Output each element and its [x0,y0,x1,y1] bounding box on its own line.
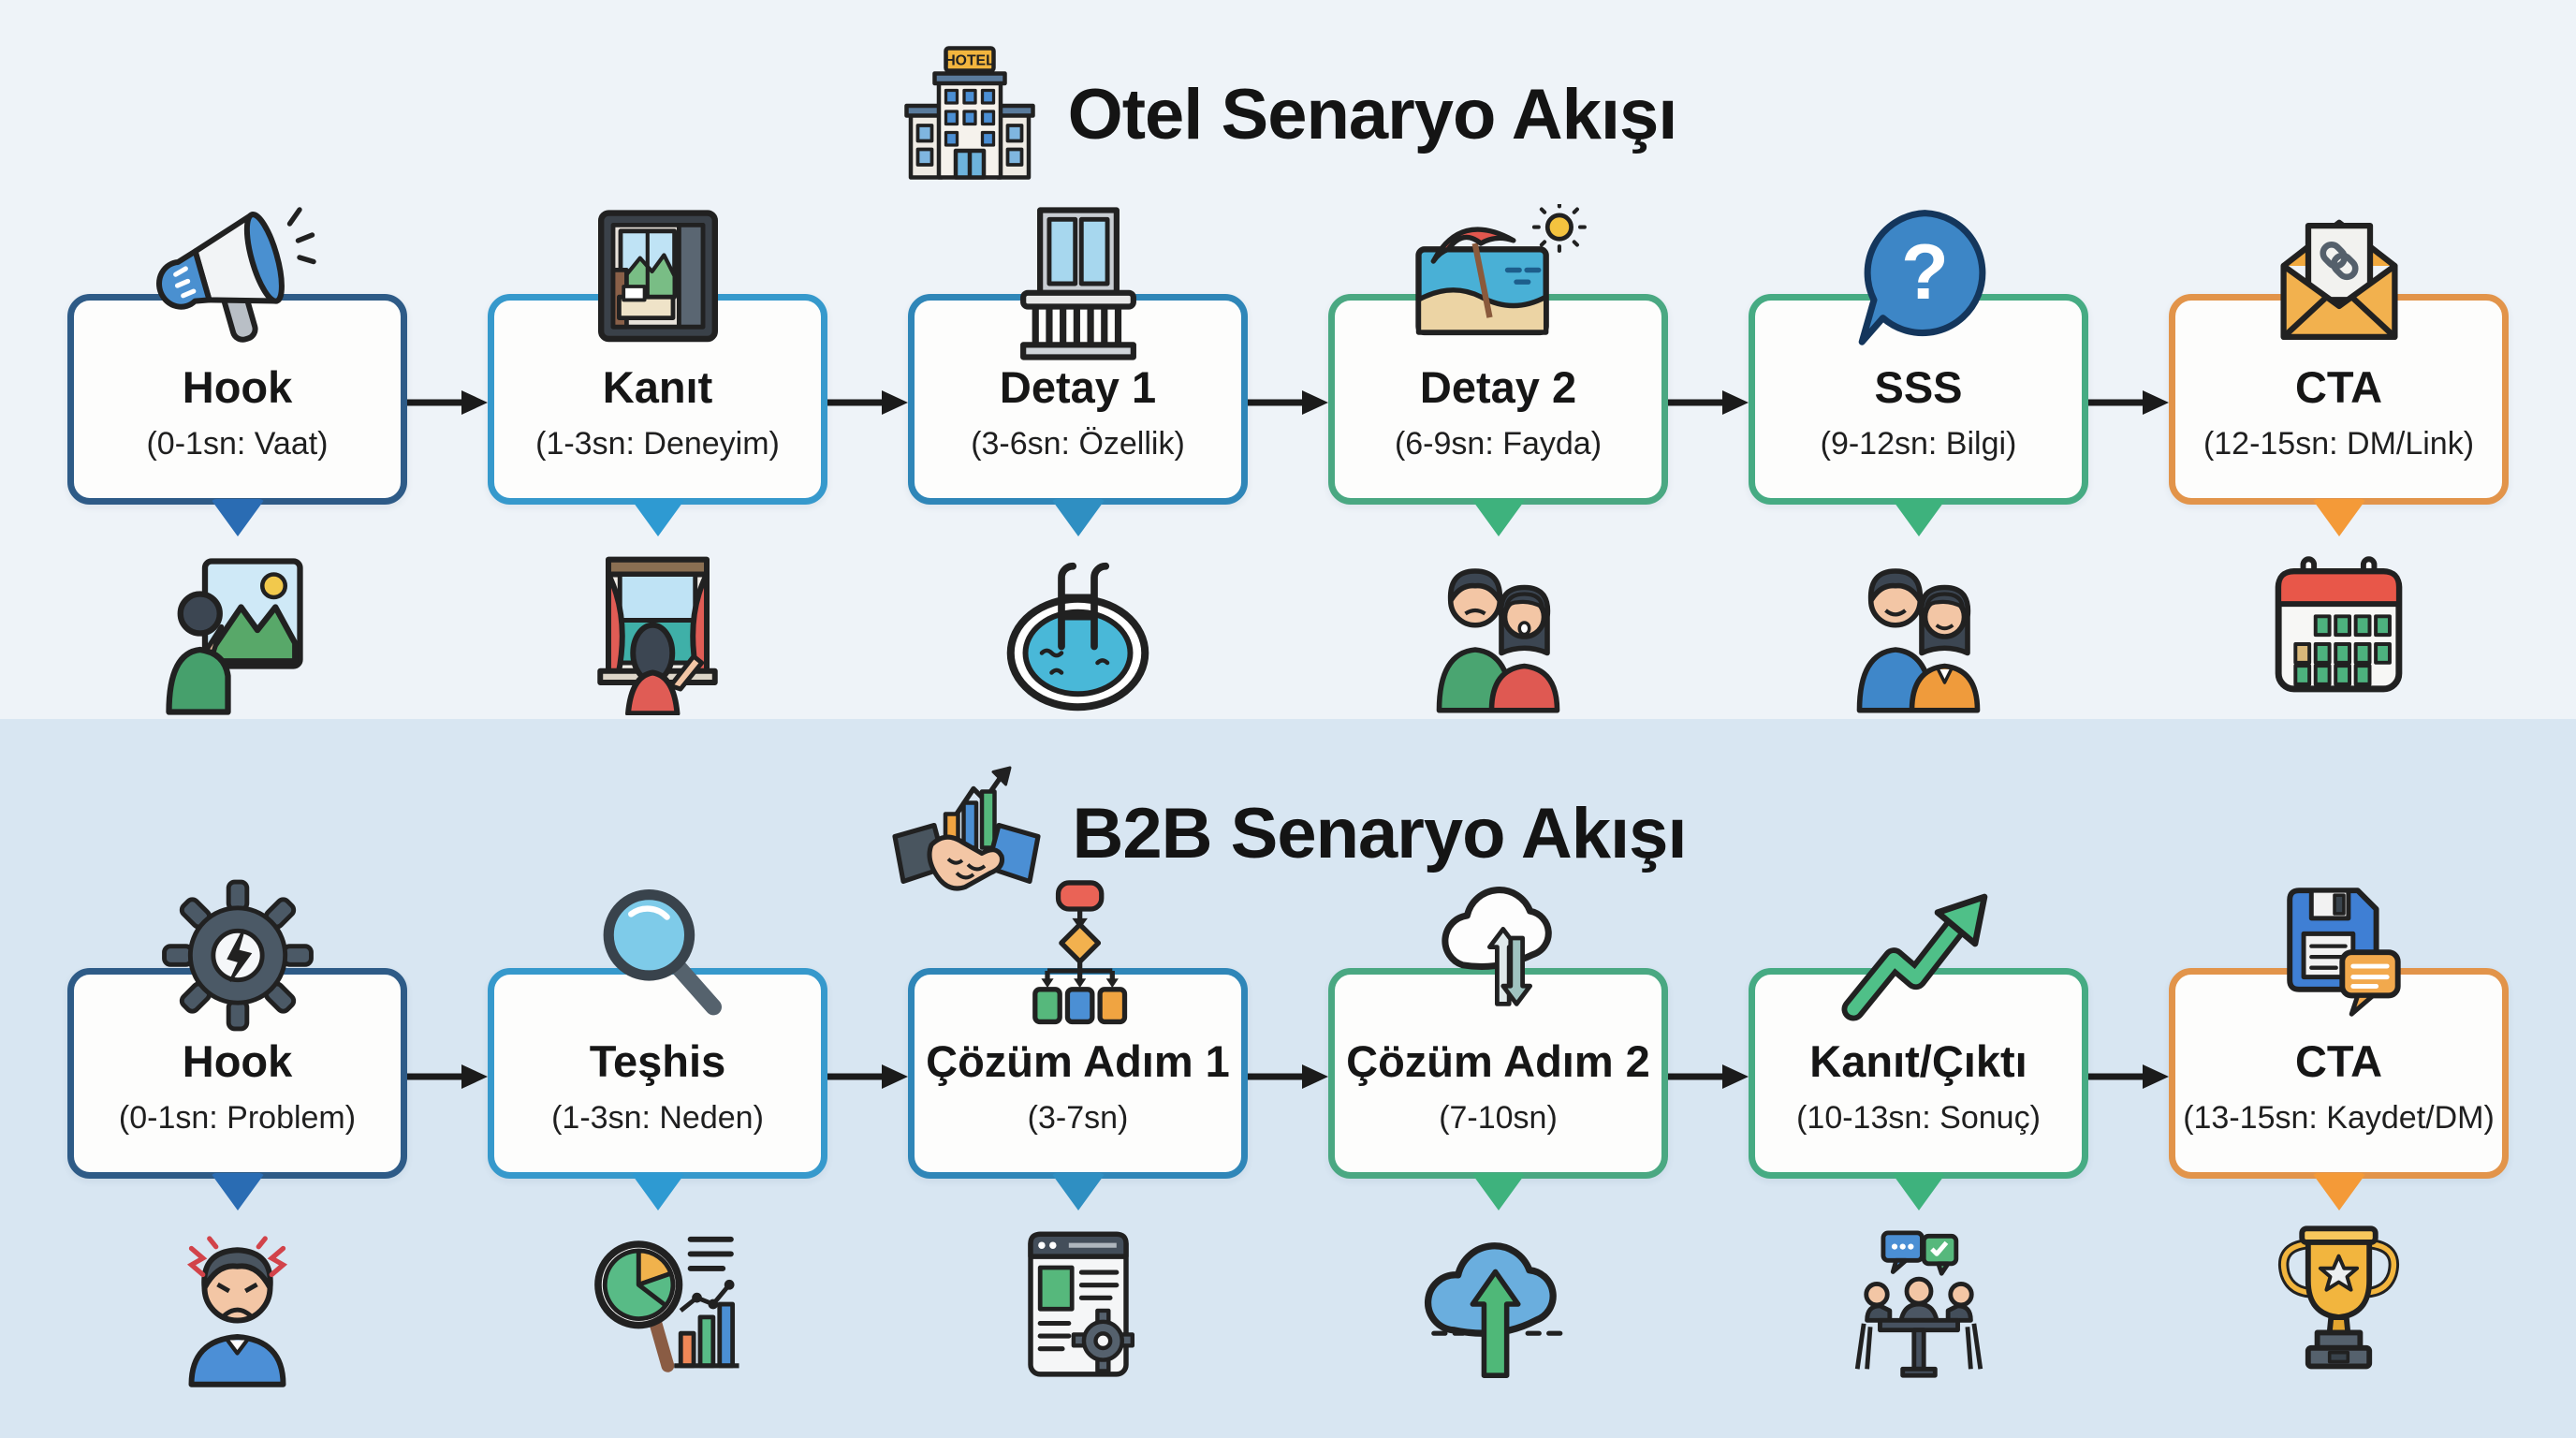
down-pointer [630,499,685,536]
step-subtitle: (12-15sn: DM/Link) [2203,425,2475,462]
trophy-icon [2261,1225,2416,1385]
step-subtitle: (3-6sn: Özellik) [971,425,1185,462]
step-otel-detay2: Detay 2 (6-9sn: Fayda) [1328,199,1668,715]
b2b-section-title: B2B Senaryo Akışı [1072,793,1687,873]
balcony-icon [1001,204,1155,368]
beach-umbrella-icon [1410,199,1588,359]
flowchart-icon [1001,878,1155,1037]
step-title: CTA [2294,361,2383,412]
flow-arrow-icon [1668,384,1749,421]
down-pointer [2311,1173,2366,1211]
step-b2b-teshis: Teşhis (1-3sn: Neden) [488,889,827,1389]
handshake-growth-icon [889,766,1044,902]
step-otel-cta: CTA (12-15sn: DM/Link) [2169,219,2509,706]
magnifier-icon [583,878,733,1033]
section-b2b: B2B Senaryo Akışı [0,719,2576,1438]
step-otel-sss: ? SSS (9-12sn: Bilgi) [1749,210,2088,715]
step-box: CTA (13-15sn: Kaydet/DM) [2169,968,2509,1179]
step-otel-detay1: Detay 1 (3-6sn: Özellik) [908,207,1248,715]
step-b2b-cta: CTA (13-15sn: Kaydet/DM) [2169,888,2509,1385]
step-otel-hook: Hook (0-1sn: Vaat) [67,207,407,715]
flow-arrow-icon [1668,1058,1749,1095]
flow-arrow-icon [407,1058,488,1095]
step-box: Hook (0-1sn: Problem) [67,968,407,1179]
step-box: Teşhis (1-3sn: Neden) [488,968,827,1179]
webpage-gear-icon [999,1225,1158,1389]
couple-blue-orange-icon [1837,551,2000,715]
flow-arrow-icon [827,384,908,421]
step-title: Detay 2 [1419,361,1577,412]
step-title: Hook [182,361,293,412]
step-title: Detay 1 [999,361,1157,412]
flow-arrow-icon [827,1058,908,1095]
cloud-sync-icon [1419,878,1578,1033]
flow-arrow-icon [407,384,488,421]
step-subtitle: (1-3sn: Neden) [551,1099,764,1136]
step-box: CTA (12-15sn: DM/Link) [2169,294,2509,505]
step-title: CTA [2294,1035,2383,1086]
otel-section-title: Otel Senaryo Akışı [1067,74,1678,154]
person-pointing-picture-icon [154,551,322,715]
person-at-window-icon [576,551,739,715]
calendar-icon [2261,551,2416,706]
down-pointer [1050,499,1105,536]
down-pointer [630,1173,685,1211]
growth-arrow-icon [1837,878,2000,1033]
hotel-building-icon: HOTEL [900,44,1040,184]
step-subtitle: (7-10sn) [1439,1099,1558,1136]
svg-text:?: ? [1900,228,1948,315]
down-pointer [1471,1173,1526,1211]
step-otel-kanit: Kanıt (1-3sn: Deneyim) [488,210,827,715]
swimming-pool-icon [996,551,1160,715]
step-title: Teşhis [589,1035,726,1086]
step-b2b-cozum2: Çözüm Adım 2 (7-10sn) [1328,887,1668,1389]
down-pointer [1471,499,1526,536]
otel-title-row: HOTEL Otel Senaryo Akışı [0,0,2576,189]
floppy-chat-icon [2261,878,2416,1037]
step-title: Çözüm Adım 1 [926,1035,1230,1086]
step-title: Hook [182,1035,293,1086]
step-subtitle: (3-7sn) [1027,1099,1129,1136]
step-b2b-hook: Hook (0-1sn: Problem) [67,879,407,1389]
broken-gear-icon [158,878,317,1037]
data-analysis-icon [574,1225,742,1389]
b2b-flow-row: Hook (0-1sn: Problem) [0,879,2576,1389]
couple-green-red-icon [1416,551,1580,715]
down-pointer [210,1173,265,1211]
step-subtitle: (0-1sn: Problem) [118,1099,357,1136]
down-pointer [210,499,265,536]
step-b2b-cozum1: Çözüm Adım 1 (3-7sn) [908,880,1248,1389]
step-title: Kanıt [602,361,713,412]
cloud-upload-icon [1414,1225,1583,1389]
step-subtitle: (1-3sn: Deneyim) [535,425,780,462]
step-subtitle: (13-15sn: Kaydet/DM) [2183,1099,2495,1136]
step-title: Çözüm Adım 2 [1346,1035,1650,1086]
step-title: SSS [1874,361,1963,412]
frustrated-person-icon [155,1225,319,1389]
team-meeting-icon [1835,1225,2003,1389]
step-subtitle: (0-1sn: Vaat) [146,425,329,462]
step-subtitle: (10-13sn: Sonuç) [1796,1099,2041,1136]
envelope-link-icon [2261,204,2416,363]
down-pointer [1050,1173,1105,1211]
flow-arrow-icon [2088,1058,2169,1095]
flow-arrow-icon [2088,384,2169,421]
question-bubble-icon: ? [1844,204,1994,359]
flow-arrow-icon [1248,384,1328,421]
down-pointer [1891,499,1946,536]
down-pointer [2311,499,2366,536]
section-otel: HOTEL Otel Senaryo Akışı [0,0,2576,719]
svg-text:HOTEL: HOTEL [944,53,995,69]
otel-flow-row: Hook (0-1sn: Vaat) [0,199,2576,715]
flow-arrow-icon [1248,1058,1328,1095]
b2b-title-row: B2B Senaryo Akışı [0,719,2576,908]
step-subtitle: (9-12sn: Bilgi) [1820,425,2017,462]
down-pointer [1891,1173,1946,1211]
hotel-room-icon [583,204,733,359]
step-subtitle: (6-9sn: Fayda) [1394,425,1603,462]
step-b2b-kanit-cikti: Kanıt/Çıktı (10-13sn: Sonuç) [1749,893,2088,1389]
megaphone-icon [154,204,322,363]
step-title: Kanıt/Çıktı [1809,1035,2027,1086]
